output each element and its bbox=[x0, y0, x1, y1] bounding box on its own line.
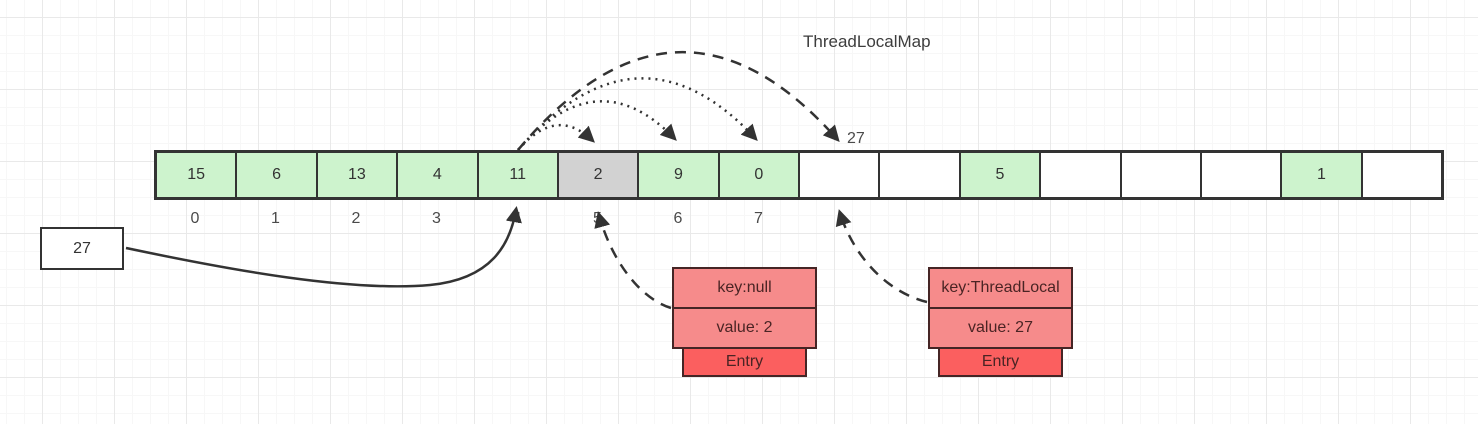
index-label-4: 4 bbox=[512, 210, 522, 227]
slot-8-annotation: 27 bbox=[847, 130, 865, 147]
array-slot-15 bbox=[1360, 151, 1443, 199]
array-slot-14: 1 bbox=[1280, 151, 1363, 199]
array-slot-10: 5 bbox=[958, 151, 1042, 199]
array-slot-9 bbox=[878, 151, 961, 199]
array-slot-11 bbox=[1039, 151, 1122, 199]
array-slot-3: 4 bbox=[396, 151, 479, 199]
entry-key-row: key:ThreadLocal bbox=[928, 267, 1073, 309]
probe-arc-to-slot6 bbox=[517, 100, 677, 151]
index-label-7: 7 bbox=[754, 210, 763, 227]
incoming-value-box: 27 bbox=[40, 227, 124, 270]
array-slot-4: 11 bbox=[476, 151, 559, 199]
array-slot-6: 9 bbox=[637, 151, 720, 199]
entry-card-new: key:ThreadLocal value: 27 Entry bbox=[928, 267, 1073, 377]
array-slot-12 bbox=[1119, 151, 1202, 199]
array-slot-8 bbox=[798, 151, 881, 199]
index-label-2: 2 bbox=[351, 210, 361, 227]
array-slot-5: 2 bbox=[556, 151, 640, 199]
entry-footer: Entry bbox=[938, 347, 1063, 377]
array-slot-13 bbox=[1199, 151, 1283, 199]
diagram-title: ThreadLocalMap bbox=[803, 32, 931, 51]
entry-footer: Entry bbox=[682, 347, 807, 377]
array-slot-0: 15 bbox=[155, 151, 238, 199]
entry-card-stale: key:null value: 2 Entry bbox=[672, 267, 817, 377]
index-label-6: 6 bbox=[673, 210, 683, 227]
entry-key-row: key:null bbox=[672, 267, 817, 309]
entry-value-row: value: 2 bbox=[672, 307, 817, 349]
entry-value-row: value: 27 bbox=[928, 307, 1073, 349]
stale-entry-link-to-slot5 bbox=[594, 211, 672, 310]
index-label-0: 0 bbox=[190, 210, 200, 227]
array-slot-7: 0 bbox=[717, 151, 800, 199]
new-entry-link-to-slot8 bbox=[835, 209, 928, 304]
probe-arc-to-slot7 bbox=[517, 77, 758, 151]
incoming-value-label: 27 bbox=[73, 239, 91, 257]
probe-arc-to-slot8 bbox=[517, 50, 840, 151]
array-slot-2: 13 bbox=[315, 151, 399, 199]
index-label-3: 3 bbox=[432, 210, 441, 227]
array-slot-1: 6 bbox=[235, 151, 318, 199]
index-label-1: 1 bbox=[271, 210, 280, 227]
probe-arc-to-slot5 bbox=[517, 124, 595, 151]
index-label-5: 5 bbox=[593, 210, 602, 227]
